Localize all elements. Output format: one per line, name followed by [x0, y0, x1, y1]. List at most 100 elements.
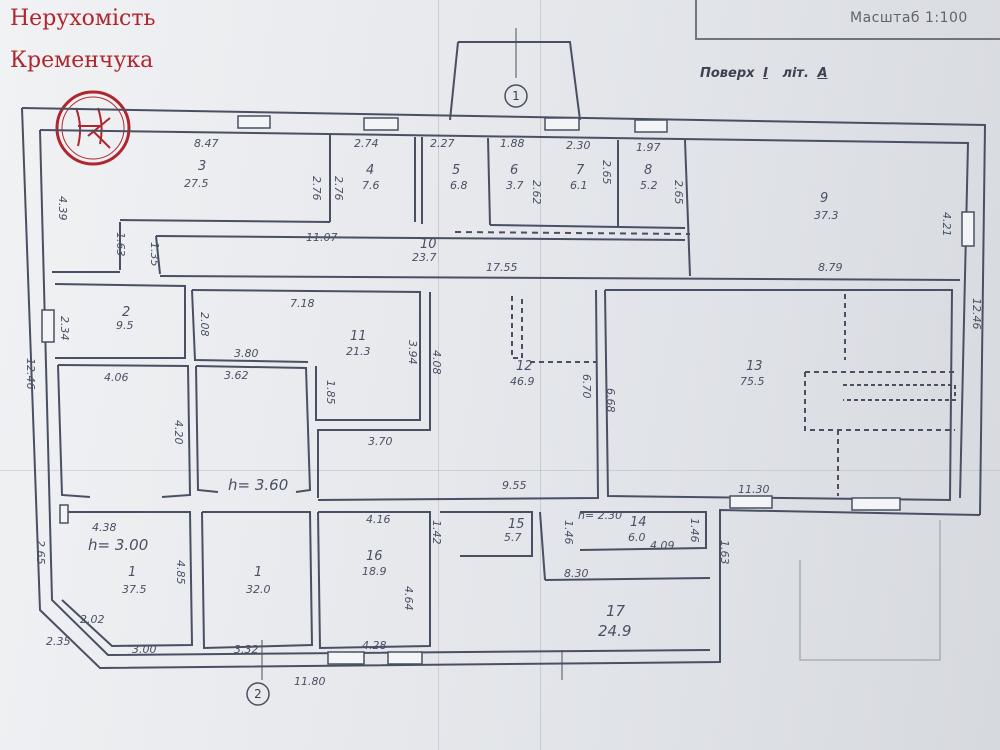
window [387, 651, 423, 665]
dimension: 2.76 [310, 176, 323, 201]
dimension: 3.00 [132, 643, 157, 656]
dimension: 4.08 [430, 350, 443, 375]
room-number: 10 [420, 237, 437, 252]
dimension: 2.08 [198, 312, 211, 337]
room-area: 18.9 [362, 565, 387, 578]
room-number: 11 [350, 329, 367, 344]
dimension: 2.35 [46, 635, 71, 648]
room-number: 12 [516, 359, 533, 374]
window [851, 497, 901, 511]
dimension: 1.63 [114, 232, 127, 257]
room-area: 37.5 [122, 583, 147, 596]
room-number: 13 [746, 359, 763, 374]
brand-logo [55, 90, 131, 166]
dimension: 2.27 [430, 137, 455, 150]
window [363, 117, 399, 131]
liter-word: літ. [782, 66, 809, 81]
entrance-wall [458, 41, 581, 121]
dimension: 17.55 [486, 261, 518, 274]
room-area: 32.0 [246, 583, 271, 596]
room-area: 46.9 [510, 375, 535, 388]
window [729, 495, 773, 509]
dimension: 2.74 [354, 137, 379, 150]
dimension: 11.07 [306, 231, 338, 244]
dimension: 12.46 [24, 358, 37, 390]
room-number: 4 [366, 163, 375, 178]
title-block-stamp [695, 0, 1000, 40]
dimension: 1.85 [324, 380, 337, 405]
room-area: 24.9 [598, 622, 632, 640]
room-number: 3 [198, 159, 207, 174]
room-area: 37.3 [814, 209, 839, 222]
dimension: 6.68 [604, 388, 617, 413]
dimension: 4.09 [650, 539, 675, 552]
room-height: h= 2.30 [578, 509, 623, 522]
room-area: 75.5 [740, 375, 765, 388]
dimension: 12.46 [970, 298, 983, 330]
room-area: 3.7 [506, 179, 524, 192]
dimension: 9.55 [502, 479, 527, 492]
room-area: 6.0 [628, 531, 646, 544]
dimension: 1.63 [718, 540, 731, 565]
room-number: 5 [452, 163, 461, 178]
window [961, 211, 975, 247]
dimension: 8.30 [564, 567, 589, 580]
dimension: 4.28 [362, 639, 387, 652]
room-height: h= 3.00 [88, 536, 149, 554]
dimension: 3.70 [368, 435, 393, 448]
window [327, 651, 365, 665]
room-area: 5.7 [504, 531, 522, 544]
room-number: 16 [366, 549, 383, 564]
window [41, 309, 55, 343]
dimension: 1.42 [430, 520, 443, 545]
room-number: 15 [508, 517, 525, 532]
paper-fold [540, 0, 541, 750]
window [237, 115, 271, 129]
dimension: 4.06 [104, 371, 129, 384]
room-number: 14 [630, 515, 647, 530]
dimension: 4.21 [940, 212, 953, 237]
dimension: 2.62 [530, 180, 543, 205]
dimension: 2.65 [672, 180, 685, 205]
dimension: 6.70 [580, 374, 593, 399]
room-area: 27.5 [184, 177, 209, 190]
window [59, 504, 69, 524]
dimension: 1.46 [562, 520, 575, 545]
room-number: 8 [644, 163, 653, 178]
dimension: 1.46 [688, 518, 701, 543]
entrance-wall [449, 41, 459, 121]
paper-fold [438, 0, 439, 750]
room-area: 9.5 [116, 319, 134, 332]
axis-marker-1 [504, 84, 528, 108]
room-height: h= 3.60 [228, 476, 289, 494]
axis-label-bottom: 2 [254, 687, 262, 701]
brand-line-2: Кременчука [10, 48, 154, 73]
dimension: 4.38 [92, 521, 117, 534]
room-number: 17 [606, 602, 626, 620]
dimension: 11.30 [738, 483, 770, 496]
paper-fold [0, 470, 1000, 471]
dimension: 2.30 [566, 139, 591, 152]
room-area: 6.1 [570, 179, 588, 192]
scale-label: Масштаб 1:100 [850, 10, 968, 26]
room-area: 7.6 [362, 179, 380, 192]
dimension: 2.34 [58, 316, 71, 341]
axis-marker-2 [246, 682, 270, 706]
dimension: 4.85 [174, 560, 187, 585]
dimension: 11.80 [294, 675, 326, 688]
window [634, 119, 668, 133]
dimension: 1.97 [636, 141, 661, 154]
dimension: 1.35 [148, 242, 161, 267]
room-number: 9 [820, 191, 829, 206]
dimension: 7.18 [290, 297, 315, 310]
room-area: 6.8 [450, 179, 468, 192]
room-number: 1 [128, 565, 137, 580]
room-area: 5.2 [640, 179, 658, 192]
dimension: 2.65 [34, 540, 47, 565]
floor-label: Поверх I літ. A [700, 66, 828, 81]
outer-wall [21, 107, 981, 670]
dimension: 3.32 [234, 643, 259, 656]
room-area: 23.7 [412, 251, 437, 264]
